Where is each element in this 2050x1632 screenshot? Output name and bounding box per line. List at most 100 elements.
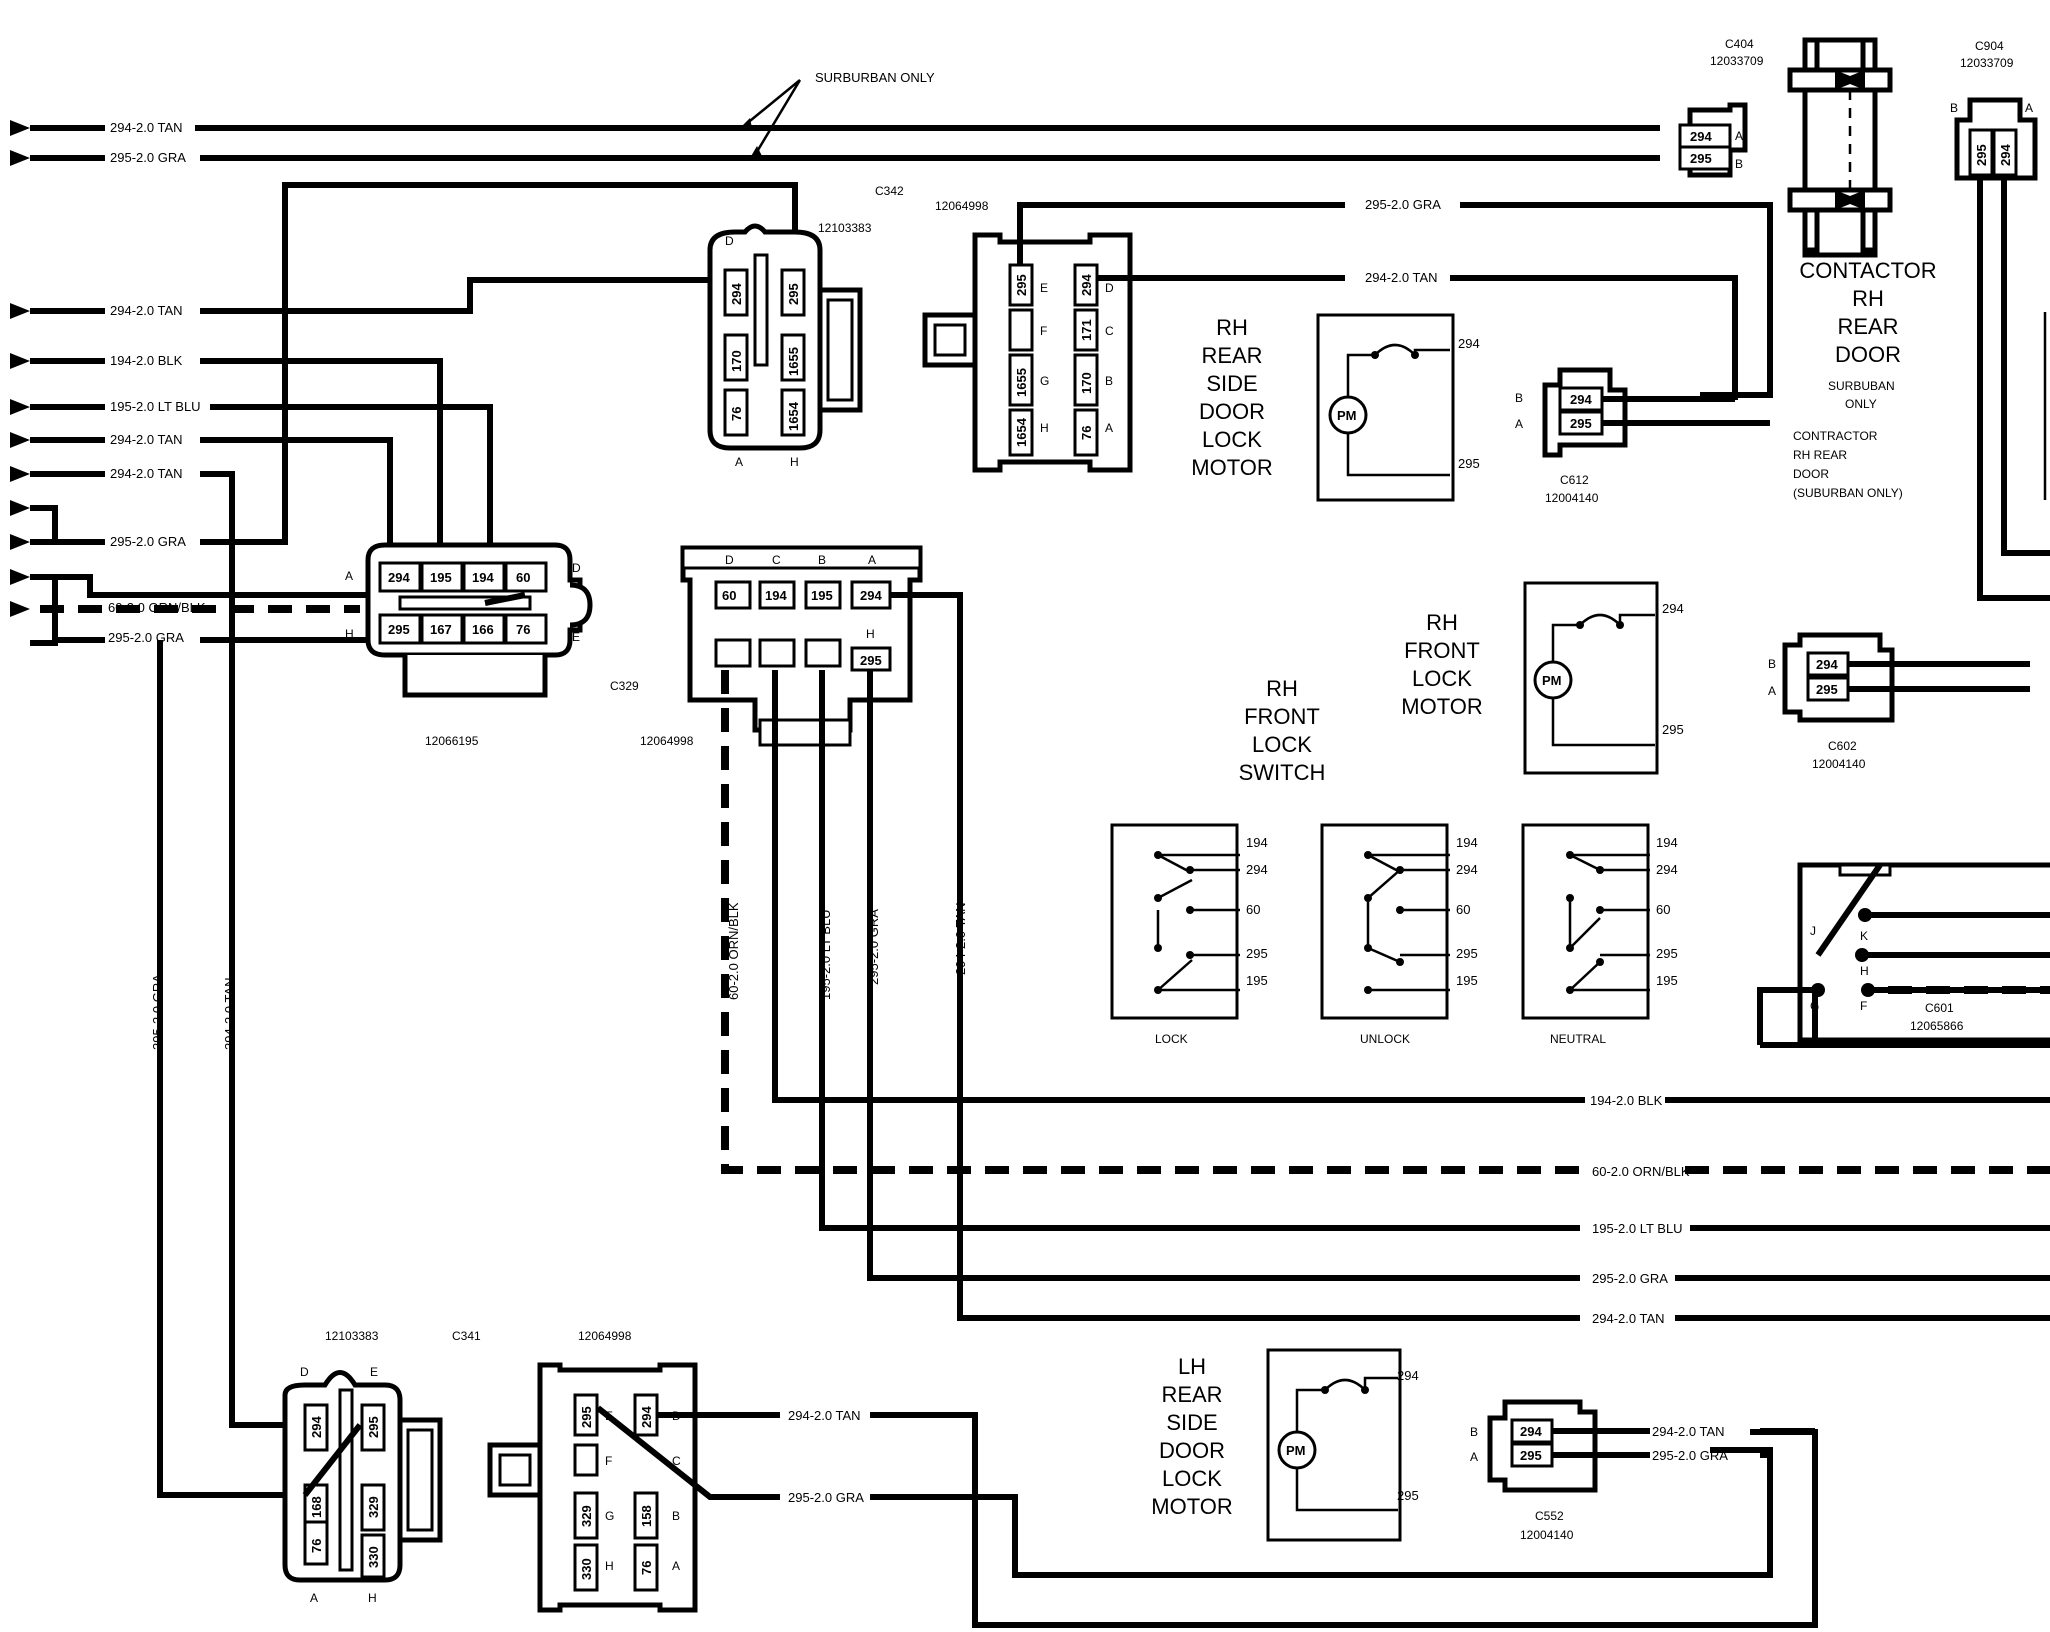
terminal-label: 295 [1397,1488,1419,1503]
connector-c552: 294 295 B A C552 12004140 294-2.0 TAN 29… [1470,1399,1815,1542]
c329-wire-runs: 60-2.0 ORN/BLK 195-2.0 LT BLU 295-2.0 GR… [721,592,2050,1326]
pin-letter: B [1735,157,1743,171]
pin-letter: D [300,1365,309,1379]
connector-c329: 60 194 195 294 295 D C B A H C329 120649… [610,545,923,748]
connector-name: C612 [1560,473,1589,487]
pin-number: 158 [639,1505,654,1527]
pin-letter: A [1105,421,1113,435]
pin-letter: E [1040,281,1048,295]
contactor-note: SURBUBAN [1828,379,1895,393]
component-title: MOTOR [1191,455,1272,480]
pin-letter: J [1810,924,1816,938]
part-number: 12103383 [325,1329,379,1343]
component-title: FRONT [1244,704,1320,729]
pin-number: 171 [1079,319,1094,341]
terminal-label: 295 [1246,946,1268,961]
pin-letter: C [772,553,781,567]
switch-position-neutral: 194 294 60 295 195 NEUTRAL [1521,823,1678,1046]
component-title: LH [1178,1354,1206,1379]
pin-number: 167 [430,622,452,637]
pin-number: 329 [579,1505,594,1527]
switch-caption: NEUTRAL [1550,1032,1606,1046]
lh-rear-side-door-lock-motor: LH REAR SIDE DOOR LOCK MOTOR PM 294 295 [1151,1348,1419,1542]
pin-number: 294 [729,283,744,305]
component-title: LOCK [1412,666,1472,691]
pin-number: 295 [860,653,882,668]
pin-letter: E [370,1365,378,1379]
pin-number: 295 [1014,274,1029,296]
pin-number: 294 [1998,144,2013,166]
pin-number: 76 [516,622,530,637]
contactor-caption: RH REAR [1793,448,1847,462]
part-number: 12033709 [1960,56,2014,70]
pin-number: 330 [579,1558,594,1580]
wire-label: 294-2.0 TAN [1365,270,1438,285]
pin-number: 294 [639,1406,654,1428]
pin-number: 295 [1816,682,1838,697]
pin-number: 194 [472,570,494,585]
connector-c612: 294 295 B A C612 12004140 [1515,367,1770,505]
pin-number: 294 [1816,657,1838,672]
pin-letter: A [1735,129,1743,143]
pin-number: 195 [430,570,452,585]
wire-label: 294-2.0 TAN [1592,1311,1665,1326]
terminal-label: 294 [1656,862,1678,877]
pin-number: 60 [722,588,736,603]
pin-number: 294 [860,588,882,603]
terminal-label: 195 [1656,973,1678,988]
pin-number: 1654 [786,401,801,431]
pin-letter: H [345,627,354,641]
vertical-wire-label: 295-2.0 GRA [150,974,165,1050]
component-title: REAR [1161,1382,1222,1407]
part-number: 12004140 [1520,1528,1574,1542]
pin-number: 170 [1079,372,1094,394]
switch-caption: LOCK [1155,1032,1188,1046]
pin-number: 294 [1570,392,1592,407]
rh-front-lock-motor: RH FRONT LOCK MOTOR PM 294 295 [1401,581,1684,775]
pin-letter: B [1515,391,1523,405]
left-wire-bundle: SURBURBAN ONLY 294-2.0 TAN 295-2.0 GRA 2… [10,70,1660,1498]
pin-letter: H [605,1559,614,1573]
pin-letter: H [1040,421,1049,435]
pin-letter: D [725,234,734,248]
pin-letter: A [868,553,876,567]
vertical-wire-label: 60-2.0 ORN/BLK [726,902,741,1000]
component-title: LOCK [1252,732,1312,757]
component-title: FRONT [1404,638,1480,663]
pin-letter: F [1860,999,1867,1013]
terminal-label: 60 [1656,902,1670,917]
terminal-label: 294 [1458,336,1480,351]
pin-number: 329 [366,1496,381,1518]
pin-number: 295 [1974,144,1989,166]
pin-number: 1654 [1014,417,1029,447]
connector-name: C341 [452,1329,481,1343]
pin-letter: A [1768,684,1776,698]
contactor-note: ONLY [1845,397,1877,411]
pin-letter: B [1950,101,1958,115]
pin-number: 294 [309,1416,324,1438]
terminal-label: 295 [1656,946,1678,961]
left-wire-label: 295-2.0 GRA [108,630,184,645]
connector-name: C552 [1535,1509,1564,1523]
component-title: LOCK [1162,1466,1222,1491]
pin-number: 295 [1520,1448,1542,1463]
pin-number: 295 [579,1406,594,1428]
pin-number: 195 [811,588,833,603]
component-title: SIDE [1166,1410,1217,1435]
left-wire-label: 294-2.0 TAN [110,432,183,447]
terminal-label: 194 [1246,835,1268,850]
left-wire-label: 194-2.0 BLK [110,353,183,368]
pin-letter: A [735,455,743,469]
pin-number: 295 [1690,151,1712,166]
vertical-wire-label: 295-2.0 GRA [866,909,881,985]
component-title: REAR [1201,343,1262,368]
connector-name: C404 [1725,37,1754,51]
part-number: 12064998 [640,734,694,748]
pin-letter: A [2025,101,2033,115]
wire-label: 294-2.0 TAN [1652,1424,1725,1439]
pin-letter: H [790,455,799,469]
pin-letter: A [1470,1450,1478,1464]
terminal-label: 295 [1662,722,1684,737]
pin-number: 166 [472,622,494,637]
